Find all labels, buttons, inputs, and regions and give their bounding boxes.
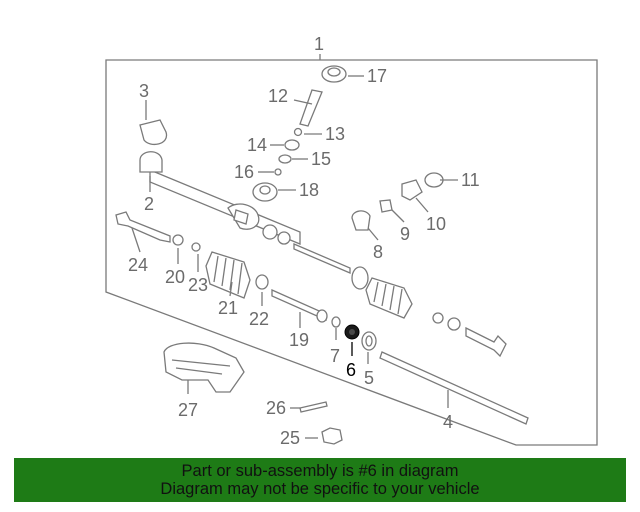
- callout-5: 5: [364, 368, 374, 388]
- part-2-bracket: [139, 151, 163, 173]
- callout-13: 13: [325, 124, 345, 144]
- callout-1: 1: [314, 34, 324, 54]
- callout-6: 6: [346, 360, 356, 380]
- part-26-bolt: [299, 401, 328, 413]
- part-9-nut: [379, 199, 393, 213]
- parts-diagram: 1 2 3 4 5 6 7 8 9 10 11 12 13 14 15 16 1…: [105, 34, 598, 448]
- banner-line-1: Part or sub-assembly is #6 in diagram: [181, 462, 459, 480]
- callout-4: 4: [443, 412, 453, 432]
- callout-16: 16: [234, 162, 254, 182]
- callout-11: 11: [461, 170, 480, 190]
- callout-20: 20: [165, 267, 185, 287]
- callout-27: 27: [178, 400, 198, 420]
- assembly-panel: [105, 59, 598, 446]
- part-boot-right: [365, 277, 413, 319]
- callout-17: 17: [367, 66, 387, 86]
- callout-18: 18: [299, 180, 319, 200]
- part-6-nut-highlighted: [344, 324, 360, 340]
- part-3-clamp: [139, 119, 168, 146]
- callout-9: 9: [400, 224, 410, 244]
- info-banner: Part or sub-assembly is #6 in diagram Di…: [14, 458, 626, 502]
- part-7-washer: [331, 316, 341, 328]
- callout-22: 22: [249, 309, 269, 329]
- callout-12: 12: [268, 86, 288, 106]
- callout-3: 3: [139, 81, 149, 101]
- banner-line-2: Diagram may not be specific to your vehi…: [160, 480, 480, 498]
- callout-7: 7: [330, 346, 340, 366]
- part-14-seal: [284, 139, 300, 151]
- part-20-nut: [172, 234, 184, 246]
- leader-lines: [131, 75, 458, 439]
- part-15-bearing: [278, 154, 292, 164]
- callout-8: 8: [373, 242, 383, 262]
- part-16-ring: [274, 168, 282, 176]
- callout-10: 10: [426, 214, 446, 234]
- callout-21: 21: [218, 298, 238, 318]
- part-4-rack-bar: [379, 351, 529, 425]
- callout-26: 26: [266, 398, 286, 418]
- part-8-cap: [351, 210, 371, 231]
- callout-25: 25: [280, 428, 300, 448]
- callout-19: 19: [289, 330, 309, 350]
- callout-14: 14: [247, 135, 267, 155]
- part-23-clip: [191, 242, 201, 252]
- callout-2: 2: [144, 194, 154, 214]
- part-24-tie-rod-end: [115, 211, 171, 243]
- part-10-yoke: [401, 179, 423, 201]
- callout-24: 24: [128, 255, 148, 275]
- callout-15: 15: [311, 149, 331, 169]
- part-27-guard: [163, 342, 245, 393]
- part-tie-rod-end-right: [465, 326, 507, 358]
- part-12-pinion: [299, 89, 323, 127]
- part-22-clamp: [255, 274, 269, 290]
- rack-housing: [149, 169, 301, 245]
- part-13-ring: [293, 127, 303, 137]
- callout-23: 23: [188, 275, 208, 295]
- part-25-nut: [321, 427, 343, 445]
